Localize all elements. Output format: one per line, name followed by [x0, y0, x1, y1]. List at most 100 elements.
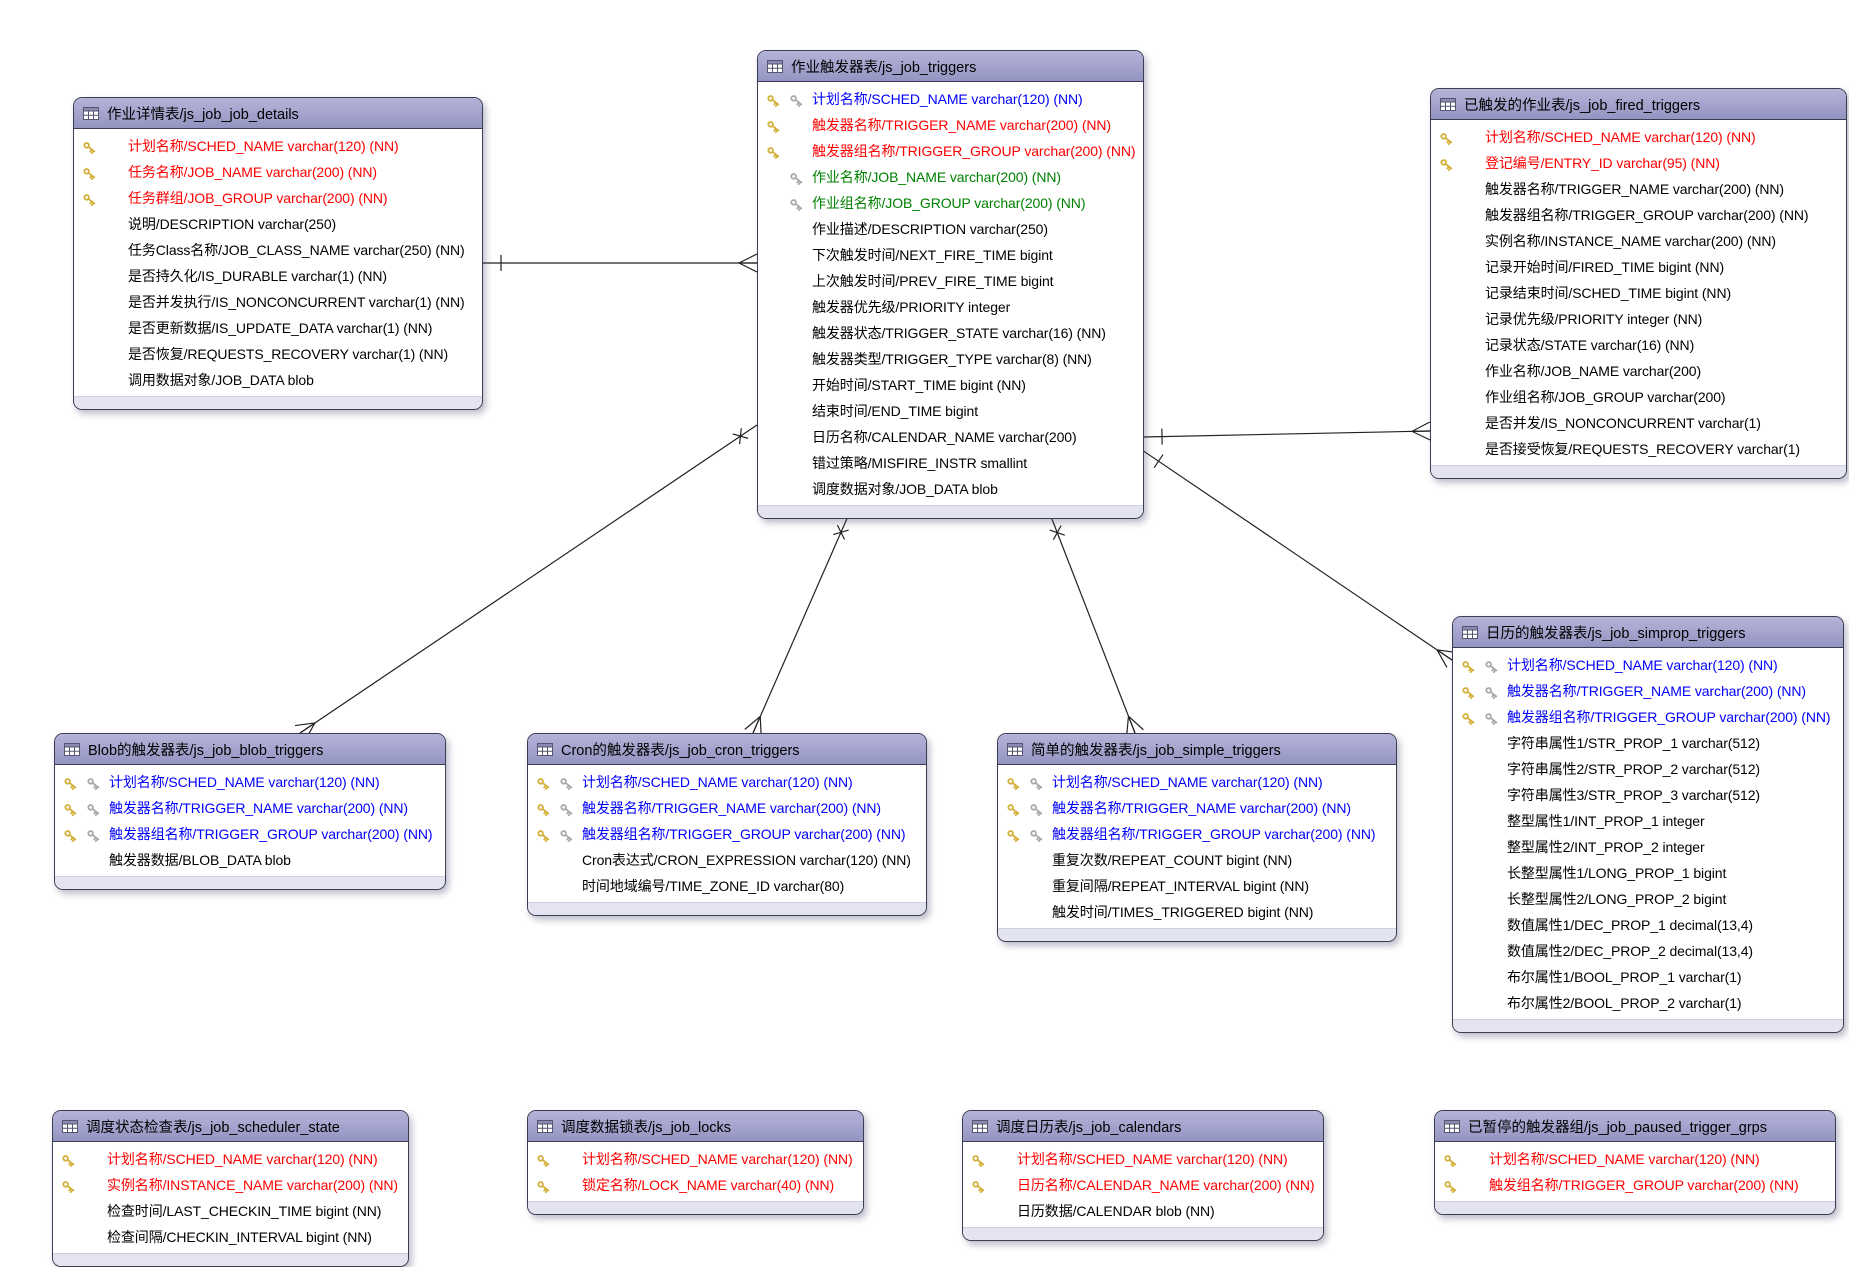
column-row[interactable]: 是否接受恢复/REQUESTS_RECOVERY varchar(1) [1431, 436, 1846, 462]
table-js_job_job_details[interactable]: 作业详情表/js_job_job_details 计划名称/SCHED_NAME … [73, 97, 483, 410]
column-row[interactable]: 布尔属性2/BOOL_PROP_2 varchar(1) [1453, 990, 1843, 1016]
column-row[interactable]: 计划名称/SCHED_NAME varchar(120) (NN) [53, 1146, 408, 1172]
column-row[interactable]: 日历名称/CALENDAR_NAME varchar(200) (NN) [963, 1172, 1323, 1198]
column-row[interactable]: 任务名称/JOB_NAME varchar(200) (NN) [74, 159, 482, 185]
column-row[interactable]: 日历名称/CALENDAR_NAME varchar(200) [758, 424, 1143, 450]
column-row[interactable]: 布尔属性1/BOOL_PROP_1 varchar(1) [1453, 964, 1843, 990]
column-row[interactable]: 是否更新数据/IS_UPDATE_DATA varchar(1) (NN) [74, 315, 482, 341]
column-row[interactable]: 是否持久化/IS_DURABLE varchar(1) (NN) [74, 263, 482, 289]
column-row[interactable]: 触发器组名称/TRIGGER_GROUP varchar(200) (NN) [1431, 202, 1846, 228]
column-row[interactable]: 触发器组名称/TRIGGER_GROUP varchar(200) (NN) [528, 821, 926, 847]
column-row[interactable]: 下次触发时间/NEXT_FIRE_TIME bigint [758, 242, 1143, 268]
column-row[interactable]: 触发器类型/TRIGGER_TYPE varchar(8) (NN) [758, 346, 1143, 372]
column-row[interactable]: 触发器名称/TRIGGER_NAME varchar(200) (NN) [998, 795, 1396, 821]
column-row[interactable]: 触发器组名称/TRIGGER_GROUP varchar(200) (NN) [758, 138, 1143, 164]
column-row[interactable]: 是否并发/IS_NONCONCURRENT varchar(1) [1431, 410, 1846, 436]
column-row[interactable]: 字符串属性3/STR_PROP_3 varchar(512) [1453, 782, 1843, 808]
column-row[interactable]: 记录优先级/PRIORITY integer (NN) [1431, 306, 1846, 332]
column-row[interactable]: 计划名称/SCHED_NAME varchar(120) (NN) [998, 769, 1396, 795]
column-row[interactable]: 长整型属性1/LONG_PROP_1 bigint [1453, 860, 1843, 886]
column-row[interactable]: 字符串属性1/STR_PROP_1 varchar(512) [1453, 730, 1843, 756]
column-row[interactable]: 计划名称/SCHED_NAME varchar(120) (NN) [1453, 652, 1843, 678]
column-row[interactable]: 开始时间/START_TIME bigint (NN) [758, 372, 1143, 398]
table-header[interactable]: 简单的触发器表/js_job_simple_triggers [998, 734, 1396, 765]
column-row[interactable]: 作业名称/JOB_NAME varchar(200) (NN) [758, 164, 1143, 190]
column-row[interactable]: 字符串属性2/STR_PROP_2 varchar(512) [1453, 756, 1843, 782]
table-header[interactable]: 已触发的作业表/js_job_fired_triggers [1431, 89, 1846, 120]
column-row[interactable]: 触发时间/TIMES_TRIGGERED bigint (NN) [998, 899, 1396, 925]
column-row[interactable]: 触发器名称/TRIGGER_NAME varchar(200) (NN) [1453, 678, 1843, 704]
table-header[interactable]: 调度数据锁表/js_job_locks [528, 1111, 863, 1142]
column-row[interactable]: 日历数据/CALENDAR blob (NN) [963, 1198, 1323, 1224]
column-row[interactable]: 数值属性1/DEC_PROP_1 decimal(13,4) [1453, 912, 1843, 938]
column-row[interactable]: 检查间隔/CHECKIN_INTERVAL bigint (NN) [53, 1224, 408, 1250]
table-header[interactable]: 调度日历表/js_job_calendars [963, 1111, 1323, 1142]
table-header[interactable]: 调度状态检查表/js_job_scheduler_state [53, 1111, 408, 1142]
column-row[interactable]: 触发器组名称/TRIGGER_GROUP varchar(200) (NN) [998, 821, 1396, 847]
column-row[interactable]: 结束时间/END_TIME bigint [758, 398, 1143, 424]
column-row[interactable]: 作业组名称/JOB_GROUP varchar(200) [1431, 384, 1846, 410]
table-header[interactable]: 已暂停的触发器组/js_job_paused_trigger_grps [1435, 1111, 1835, 1142]
column-row[interactable]: 触发器名称/TRIGGER_NAME varchar(200) (NN) [55, 795, 445, 821]
table-js_job_simprop_triggers[interactable]: 日历的触发器表/js_job_simprop_triggers 计划名称/SCHE… [1452, 616, 1844, 1033]
column-row[interactable]: 错过策略/MISFIRE_INSTR smallint [758, 450, 1143, 476]
column-row[interactable]: 记录开始时间/FIRED_TIME bigint (NN) [1431, 254, 1846, 280]
column-row[interactable]: Cron表达式/CRON_EXPRESSION varchar(120) (NN… [528, 847, 926, 873]
column-row[interactable]: 计划名称/SCHED_NAME varchar(120) (NN) [528, 769, 926, 795]
table-js_job_cron_triggers[interactable]: Cron的触发器表/js_job_cron_triggers 计划名称/SCHED… [527, 733, 927, 916]
column-row[interactable]: 计划名称/SCHED_NAME varchar(120) (NN) [758, 86, 1143, 112]
column-row[interactable]: 触发器名称/TRIGGER_NAME varchar(200) (NN) [528, 795, 926, 821]
column-row[interactable]: 作业组名称/JOB_GROUP varchar(200) (NN) [758, 190, 1143, 216]
table-header[interactable]: Blob的触发器表/js_job_blob_triggers [55, 734, 445, 765]
column-row[interactable]: 实例名称/INSTANCE_NAME varchar(200) (NN) [53, 1172, 408, 1198]
table-header[interactable]: 作业触发器表/js_job_triggers [758, 51, 1143, 82]
column-row[interactable]: 任务群组/JOB_GROUP varchar(200) (NN) [74, 185, 482, 211]
column-row[interactable]: 重复次数/REPEAT_COUNT bigint (NN) [998, 847, 1396, 873]
column-row[interactable]: 触发器组名称/TRIGGER_GROUP varchar(200) (NN) [1453, 704, 1843, 730]
column-row[interactable]: 计划名称/SCHED_NAME varchar(120) (NN) [1435, 1146, 1835, 1172]
table-header[interactable]: 日历的触发器表/js_job_simprop_triggers [1453, 617, 1843, 648]
column-row[interactable]: 作业名称/JOB_NAME varchar(200) [1431, 358, 1846, 384]
column-row[interactable]: 调用数据对象/JOB_DATA blob [74, 367, 482, 393]
table-js_job_calendars[interactable]: 调度日历表/js_job_calendars 计划名称/SCHED_NAME va… [962, 1110, 1324, 1241]
table-header[interactable]: 作业详情表/js_job_job_details [74, 98, 482, 129]
column-row[interactable]: 检查时间/LAST_CHECKIN_TIME bigint (NN) [53, 1198, 408, 1224]
column-row[interactable]: 计划名称/SCHED_NAME varchar(120) (NN) [528, 1146, 863, 1172]
column-row[interactable]: 计划名称/SCHED_NAME varchar(120) (NN) [74, 133, 482, 159]
column-row[interactable]: 整型属性1/INT_PROP_1 integer [1453, 808, 1843, 834]
column-row[interactable]: 计划名称/SCHED_NAME varchar(120) (NN) [55, 769, 445, 795]
column-row[interactable]: 触发器数据/BLOB_DATA blob [55, 847, 445, 873]
column-row[interactable]: 作业描述/DESCRIPTION varchar(250) [758, 216, 1143, 242]
table-js_job_triggers[interactable]: 作业触发器表/js_job_triggers 计划名称/SCHED_NAME va… [757, 50, 1144, 519]
column-row[interactable]: 触发组名称/TRIGGER_GROUP varchar(200) (NN) [1435, 1172, 1835, 1198]
column-row[interactable]: 记录结束时间/SCHED_TIME bigint (NN) [1431, 280, 1846, 306]
table-js_job_scheduler_state[interactable]: 调度状态检查表/js_job_scheduler_state 计划名称/SCHED… [52, 1110, 409, 1267]
column-row[interactable]: 实例名称/INSTANCE_NAME varchar(200) (NN) [1431, 228, 1846, 254]
column-row[interactable]: 整型属性2/INT_PROP_2 integer [1453, 834, 1843, 860]
column-row[interactable]: 数值属性2/DEC_PROP_2 decimal(13,4) [1453, 938, 1843, 964]
column-row[interactable]: 调度数据对象/JOB_DATA blob [758, 476, 1143, 502]
column-row[interactable]: 任务Class名称/JOB_CLASS_NAME varchar(250) (N… [74, 237, 482, 263]
column-row[interactable]: 锁定名称/LOCK_NAME varchar(40) (NN) [528, 1172, 863, 1198]
column-row[interactable]: 触发器状态/TRIGGER_STATE varchar(16) (NN) [758, 320, 1143, 346]
column-row[interactable]: 是否恢复/REQUESTS_RECOVERY varchar(1) (NN) [74, 341, 482, 367]
column-row[interactable]: 触发器名称/TRIGGER_NAME varchar(200) (NN) [1431, 176, 1846, 202]
table-header[interactable]: Cron的触发器表/js_job_cron_triggers [528, 734, 926, 765]
column-row[interactable]: 长整型属性2/LONG_PROP_2 bigint [1453, 886, 1843, 912]
column-row[interactable]: 计划名称/SCHED_NAME varchar(120) (NN) [963, 1146, 1323, 1172]
table-js_job_paused_trigger_grps[interactable]: 已暂停的触发器组/js_job_paused_trigger_grps 计划名称/… [1434, 1110, 1836, 1215]
table-js_job_simple_triggers[interactable]: 简单的触发器表/js_job_simple_triggers 计划名称/SCHED… [997, 733, 1397, 942]
column-row[interactable]: 触发器组名称/TRIGGER_GROUP varchar(200) (NN) [55, 821, 445, 847]
table-js_job_blob_triggers[interactable]: Blob的触发器表/js_job_blob_triggers 计划名称/SCHED… [54, 733, 446, 890]
table-js_job_locks[interactable]: 调度数据锁表/js_job_locks 计划名称/SCHED_NAME varch… [527, 1110, 864, 1215]
column-row[interactable]: 重复间隔/REPEAT_INTERVAL bigint (NN) [998, 873, 1396, 899]
column-row[interactable]: 触发器优先级/PRIORITY integer [758, 294, 1143, 320]
column-row[interactable]: 触发器名称/TRIGGER_NAME varchar(200) (NN) [758, 112, 1143, 138]
column-row[interactable]: 上次触发时间/PREV_FIRE_TIME bigint [758, 268, 1143, 294]
column-row[interactable]: 说明/DESCRIPTION varchar(250) [74, 211, 482, 237]
column-row[interactable]: 是否并发执行/IS_NONCONCURRENT varchar(1) (NN) [74, 289, 482, 315]
column-row[interactable]: 登记编号/ENTRY_ID varchar(95) (NN) [1431, 150, 1846, 176]
column-row[interactable]: 时间地域编号/TIME_ZONE_ID varchar(80) [528, 873, 926, 899]
column-row[interactable]: 记录状态/STATE varchar(16) (NN) [1431, 332, 1846, 358]
